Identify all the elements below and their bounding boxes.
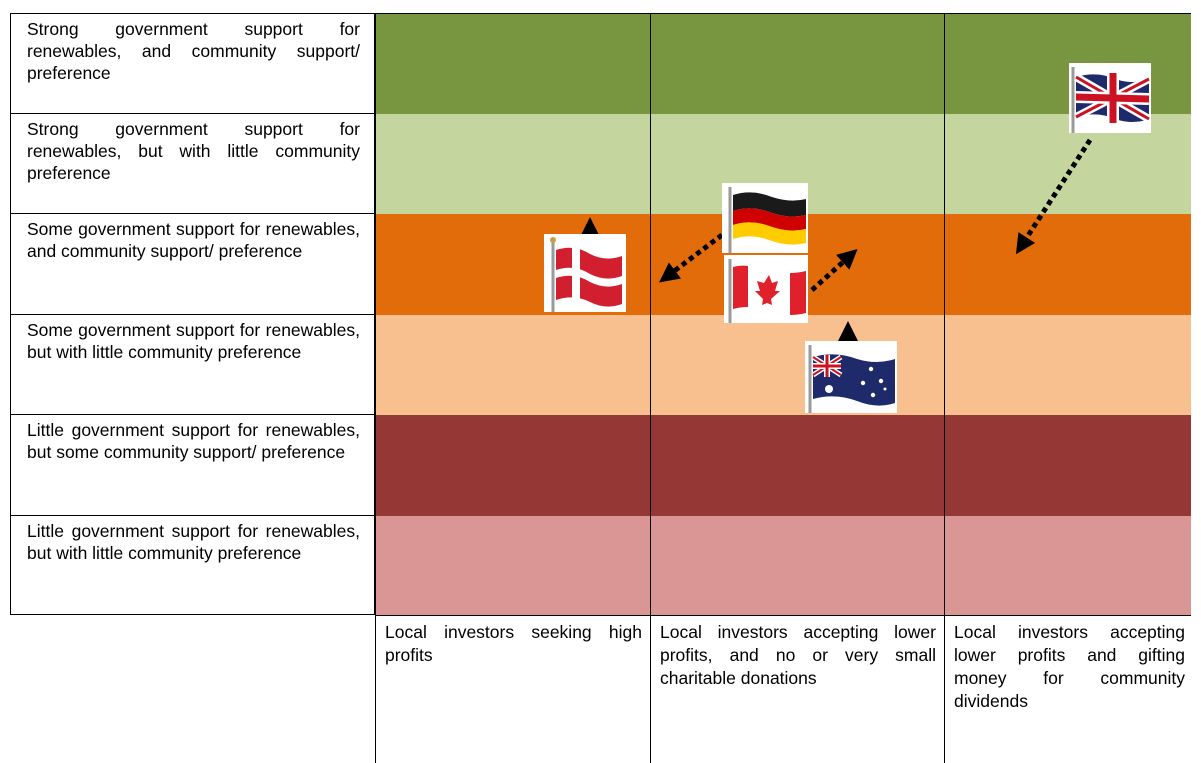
- column-label-1: Local investors seeking high profits: [385, 622, 642, 665]
- canada-arrow: [810, 248, 858, 292]
- uk-arrow: [1015, 138, 1093, 255]
- canada-flag-icon: [724, 255, 808, 323]
- band-some-support-little-community: [375, 315, 1191, 415]
- germany-arrow: [659, 233, 724, 283]
- column-label-3: Local investors accepting lower profits …: [954, 622, 1185, 711]
- row-label-6: Little government support for renewables…: [10, 516, 375, 615]
- denmark-flag-icon: [544, 234, 626, 312]
- band-little-support-little-community: [375, 516, 1191, 615]
- australia-flag-icon: [805, 341, 897, 413]
- row-label-1: Strong government support for renewables…: [10, 13, 375, 114]
- grid-line-top: [375, 13, 1191, 14]
- row-label-5: Little government support for renewables…: [10, 415, 375, 516]
- grid-line-col-3: [944, 13, 945, 763]
- band-little-support-some-community: [375, 415, 1191, 516]
- germany-flag-icon: [722, 183, 808, 253]
- row-label-2: Strong government support for renewables…: [10, 114, 375, 214]
- row-label-3: Some government support for renewables, …: [10, 214, 375, 315]
- column-label-2: Local investors accepting lower profits,…: [660, 622, 936, 688]
- grid-line-col-1: [375, 13, 376, 763]
- row-label-4: Some government support for renewables, …: [10, 315, 375, 415]
- band-strong-support-community: [375, 13, 1191, 114]
- uk-flag-icon: [1069, 63, 1151, 133]
- grid-line-col-2: [650, 13, 651, 763]
- grid-line-axis: [375, 615, 1191, 616]
